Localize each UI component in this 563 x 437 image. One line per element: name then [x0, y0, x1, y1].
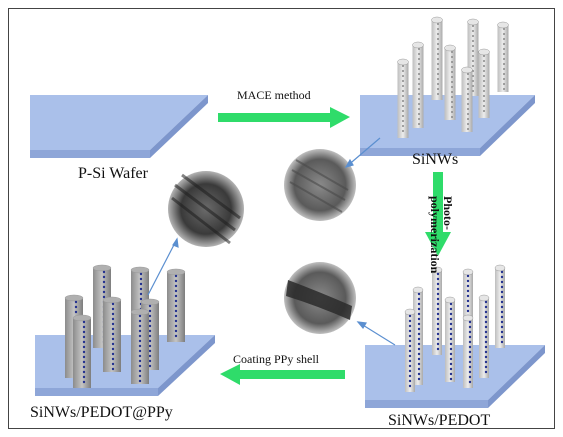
coating-ppy-label: Coating PPy shell: [233, 352, 320, 366]
ppy-nanowire-2: [166, 268, 186, 342]
pedot-nanowire-4: [444, 296, 456, 382]
pedot-nanowire-6: [404, 308, 416, 392]
sinw-1: [467, 18, 479, 96]
mace-method-label: MACE method: [237, 88, 311, 102]
ppy-nanowire-7: [130, 308, 150, 384]
pedot-label: SiNWs/PEDOT: [388, 412, 491, 429]
photopolymerization-label: Photo- polymerization: [428, 196, 455, 274]
sinw-6: [397, 58, 409, 138]
photopolymerization-arrow-icon: [425, 172, 451, 256]
pedot-nanowire-3: [412, 286, 424, 385]
si-wafer-plate: [30, 95, 208, 158]
silicon-nanowires: [397, 16, 509, 138]
figure-border: [8, 8, 555, 429]
sinws-label: SiNWs: [412, 151, 459, 168]
pedot-nanowire-5: [478, 294, 490, 378]
coating-arrow-icon: [220, 364, 345, 385]
sinw-2: [497, 21, 509, 92]
mace-arrow-icon: [218, 107, 350, 128]
pedot-nanowire-0: [431, 266, 443, 355]
ppy-nanowire-4: [102, 296, 122, 372]
ppy-nanowires: [64, 264, 186, 388]
pedot-nanowires: [404, 264, 506, 392]
tem-image-sinws: [284, 149, 356, 221]
sinw-3: [412, 41, 424, 128]
ppy-plate: [35, 335, 215, 396]
wafer-label: P-Si Wafer: [78, 165, 148, 182]
sinw-5: [478, 48, 490, 118]
sinw-7: [461, 66, 473, 132]
tem-image-ppy: [168, 171, 244, 247]
photo-line-2: polymerization: [428, 196, 442, 274]
ppy-nanowire-6: [72, 314, 92, 388]
sinw-0: [431, 16, 443, 100]
pedot-ppy-label: SiNWs/PEDOT@PPy: [30, 404, 173, 421]
pointer-lines: [147, 137, 396, 346]
pedot-nanowire-7: [462, 314, 474, 388]
tem-image-pedot: [284, 262, 356, 334]
sinw-4: [444, 44, 456, 120]
photo-line-1: Photo-: [441, 196, 455, 230]
pedot-nanowire-2: [494, 264, 506, 348]
